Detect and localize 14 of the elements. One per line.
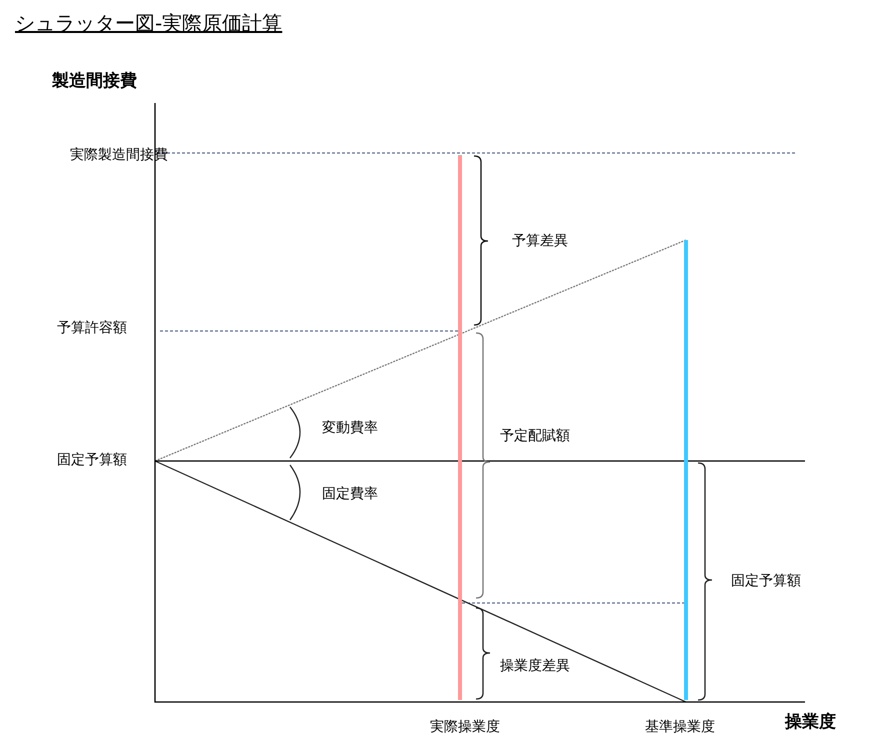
tick-label: 実際製造間接費 bbox=[70, 146, 168, 164]
tick-label: 予算許容額 bbox=[57, 319, 127, 337]
bracket-label: 固定予算額 bbox=[731, 572, 801, 590]
axis-title: 操業度 bbox=[785, 711, 836, 733]
tick-label: 固定予算額 bbox=[57, 451, 127, 469]
tick-label: 実際操業度 bbox=[430, 718, 500, 736]
bracket-label: 操業度差異 bbox=[500, 657, 570, 675]
tick-label: 基準操業度 bbox=[645, 718, 715, 736]
angle-label: 固定費率 bbox=[322, 485, 378, 503]
axis-title: 製造間接費 bbox=[52, 70, 137, 92]
angle-label: 変動費率 bbox=[322, 419, 378, 437]
chart-title: シュラッター図-実際原価計算 bbox=[15, 10, 282, 36]
bracket-label: 予算差異 bbox=[512, 232, 568, 250]
bracket-label: 予定配賦額 bbox=[500, 427, 570, 445]
